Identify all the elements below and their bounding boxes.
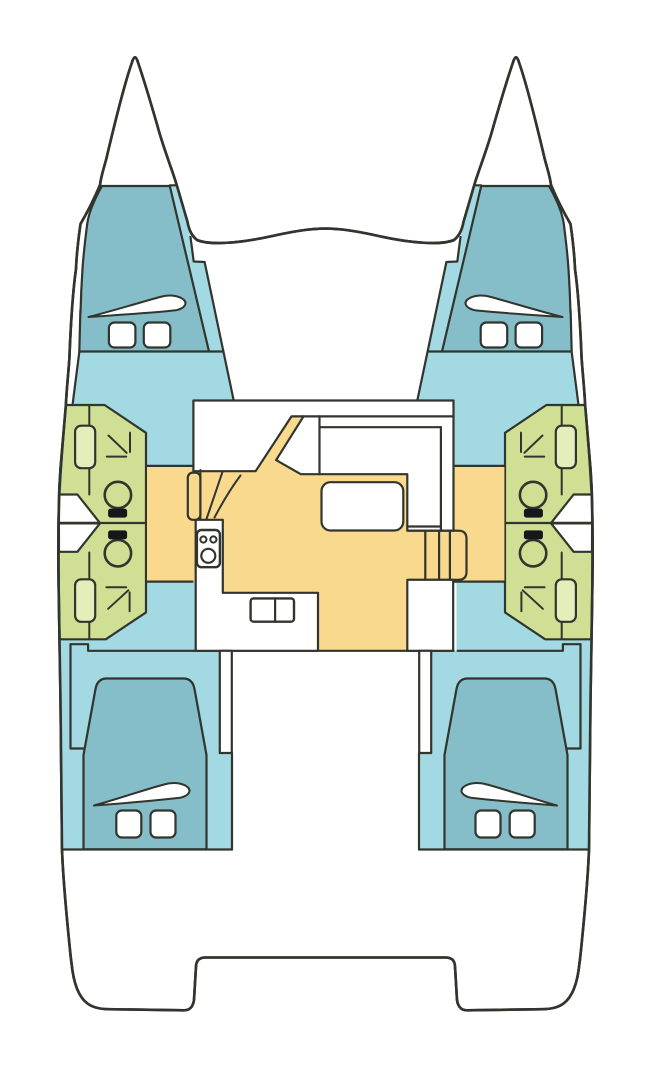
starboard-head: [503, 403, 594, 641]
bed-pillow-icon: [115, 809, 143, 839]
toilet-icon: [518, 530, 548, 568]
duvet-swoosh-icon: [87, 294, 187, 318]
port-aft-berth: [82, 677, 208, 851]
starboard-entry-module: [406, 578, 455, 652]
starboard-aft-cabin: [418, 649, 569, 851]
port-bow-cabin: [78, 184, 211, 353]
salon-table: [320, 481, 405, 532]
stairs-icon-port: [186, 469, 242, 521]
hull-corridors: [145, 464, 506, 583]
toilet-icon: [103, 530, 133, 568]
starboard-aft-berth: [443, 677, 569, 851]
starboard-foredeck-blue: [417, 186, 579, 466]
starboard-bow-cabin: [440, 184, 573, 353]
duvet-swoosh-icon: [460, 782, 558, 807]
duvet-swoosh-icon: [93, 782, 191, 807]
bed-pillow-icon: [508, 809, 536, 839]
bed-pillow-icon: [142, 321, 172, 349]
sofa-lines: [302, 415, 455, 532]
sink-icon: [249, 597, 296, 623]
shower-tray-icon: [554, 578, 577, 623]
bed-pillow-icon: [514, 321, 544, 349]
port-corridor: [147, 465, 195, 582]
galley: [194, 518, 320, 652]
shower-tray-icon: [554, 424, 577, 470]
salon-front-and-sofa: [192, 399, 455, 532]
structure-lines: [61, 184, 590, 851]
shower-corner-icon: [105, 586, 131, 613]
shower-tray-icon: [73, 578, 97, 623]
stairs-icon-starboard: [407, 529, 468, 581]
stove-icon: [195, 528, 222, 569]
duvet-swoosh-icon: [464, 294, 564, 318]
bed-pillow-icon: [479, 321, 509, 349]
salon: [186, 399, 468, 652]
port-head: [57, 403, 148, 641]
shower-corner-icon: [105, 431, 131, 458]
port-aft-cabin: [82, 649, 233, 851]
aft-cabin-steps: [418, 649, 433, 755]
toilet-icon: [103, 480, 133, 518]
bed-pillow-icon: [107, 321, 137, 349]
toilet-icon: [518, 480, 548, 518]
stairs-landing: [407, 529, 468, 581]
shower-corner-icon: [520, 431, 546, 458]
bed-pillow-icon: [149, 809, 177, 839]
shower-corner-icon: [520, 586, 546, 613]
port-foredeck-blue: [72, 186, 234, 466]
shower-tray-icon: [73, 424, 97, 470]
bed-pillow-icon: [474, 809, 502, 839]
aft-cabin-steps: [218, 649, 233, 755]
starboard-corridor: [452, 465, 505, 582]
